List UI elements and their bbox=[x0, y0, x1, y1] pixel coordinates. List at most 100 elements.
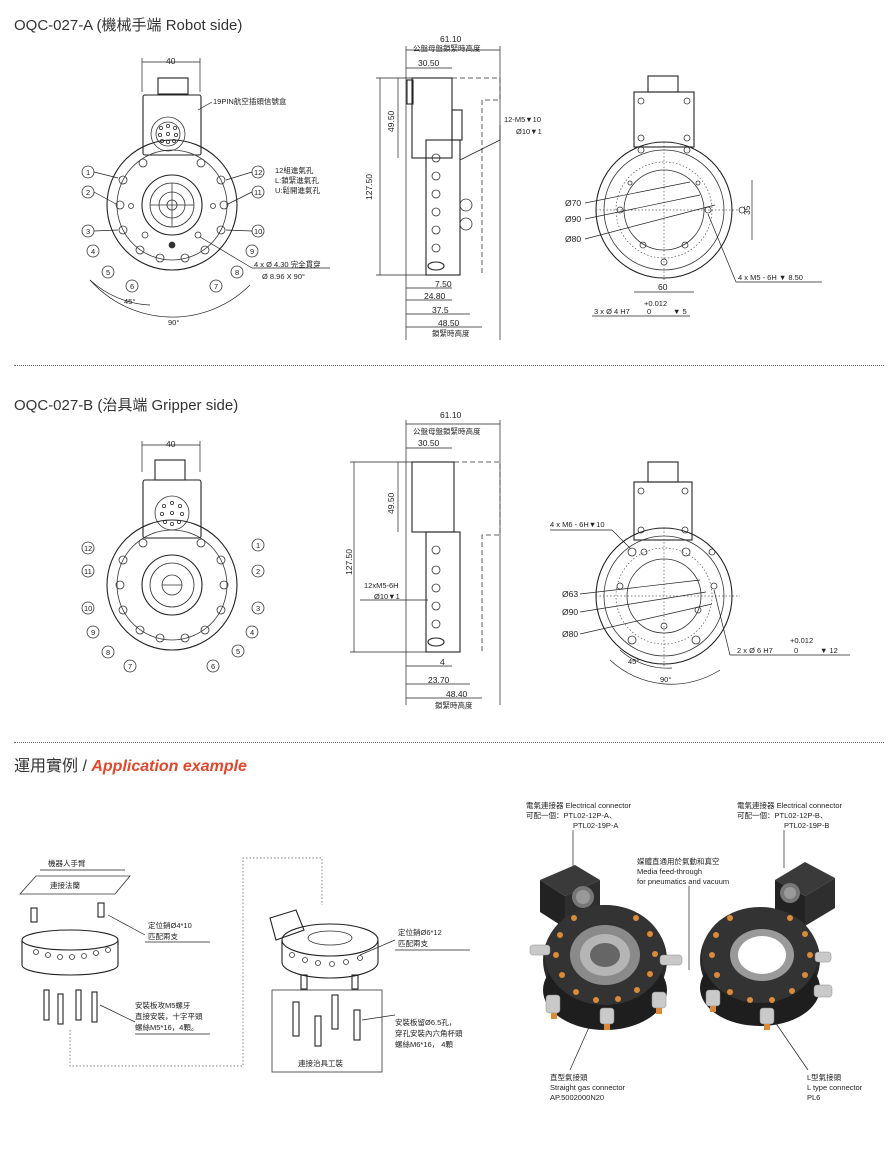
a-port-11: 11 bbox=[254, 188, 262, 197]
mid-pin-note-1: 定位銷Ø6*12 bbox=[398, 927, 442, 937]
a-port-2: 2 bbox=[86, 188, 90, 197]
straight-2: Straight gas connector bbox=[550, 1083, 626, 1092]
b-side-d23: 23.70 bbox=[428, 675, 450, 685]
a-angle-90: 90° bbox=[168, 318, 179, 327]
section-c-title-cn: 運用實例 / bbox=[14, 758, 92, 775]
a-side-thread-1: 12-M5▼10 bbox=[504, 115, 541, 124]
a-side-d61: 61.10 bbox=[440, 34, 462, 44]
b-back-view: 4 x M6 - 6H▼10 Ø63 Ø90 Ø80 45° 90° 2 x Ø… bbox=[550, 461, 850, 685]
b-port-8: 8 bbox=[106, 648, 110, 657]
b-back-d90: Ø90 bbox=[562, 607, 578, 617]
b-port-2: 2 bbox=[256, 567, 260, 576]
b-port-7: 7 bbox=[128, 662, 132, 671]
ltype-1: L型氣接頭 bbox=[807, 1072, 842, 1082]
a-port-note-1: 12組進氣孔 bbox=[275, 165, 314, 175]
section-b-title: OQC-027-B (治具端 Gripper side) bbox=[14, 397, 239, 414]
app-middle-diagram: 定位銷Ø6*12 匹配兩支 連接治具工裝 安裝板留Ø6.5孔， 穿孔安裝內六角杯… bbox=[269, 909, 470, 1073]
left-mount-note-2: 直接安裝，十字平頭 bbox=[135, 1011, 203, 1021]
a-port-3: 3 bbox=[86, 227, 90, 236]
a-port-6: 6 bbox=[130, 282, 134, 291]
conn-right-3: PTL02-19P-B bbox=[784, 821, 829, 830]
b-side-thread-2: Ø10▼1 bbox=[374, 592, 400, 601]
a-port-10: 10 bbox=[254, 227, 262, 236]
a-hole-note-1: 4 x Ø 4.30 完全貫穿 bbox=[254, 259, 321, 269]
a-back-d60: 60 bbox=[658, 282, 668, 292]
media-1: 媒體直通用於氣動和真空 bbox=[637, 856, 720, 866]
b-side-locked-height: 鎖緊時高度 bbox=[435, 700, 473, 710]
ltype-3: PL6 bbox=[807, 1093, 820, 1102]
a-back-d70: Ø70 bbox=[565, 198, 581, 208]
separator-2 bbox=[14, 742, 884, 743]
a-back-d80: Ø80 bbox=[565, 234, 581, 244]
b-back-d63: Ø63 bbox=[562, 589, 578, 599]
b-back-pin: 2 x Ø 6 H7 bbox=[737, 646, 773, 655]
b-port-1: 1 bbox=[256, 541, 260, 550]
a-front-view: 40 19PIN航空插頭信號盒 bbox=[81, 56, 330, 327]
section-c-title: 運用實例 / Application example bbox=[14, 752, 247, 776]
a-port-1: 1 bbox=[86, 168, 90, 177]
media-3: for pneumatics and vacuum bbox=[637, 877, 729, 886]
a-side-locked-height: 鎖緊時高度 bbox=[432, 328, 470, 338]
b-back-tol-upper: +0.012 bbox=[790, 636, 813, 645]
a-front-width-dim: 40 bbox=[166, 56, 176, 66]
a-port-8: 8 bbox=[235, 268, 239, 277]
a-angle-45: 45° bbox=[124, 297, 135, 306]
a-side-d30: 30.50 bbox=[418, 58, 440, 68]
a-port-9: 9 bbox=[250, 247, 254, 256]
a-back-view: Ø70 Ø90 Ø80 35 60 4 x M5 - 6H ▼ 8.50 3 x… bbox=[565, 75, 822, 317]
section-a-title: OQC-027-A (機械手端 Robot side) bbox=[14, 17, 243, 34]
a-hole-note-2: Ø 8.96 X 90° bbox=[262, 272, 305, 281]
b-port-4: 4 bbox=[250, 628, 254, 637]
a-port-note-2: L:鎖緊進氣孔 bbox=[275, 175, 319, 185]
b-back-angle-90: 90° bbox=[660, 675, 671, 684]
a-back-d90: Ø90 bbox=[565, 214, 581, 224]
a-side-view: 61.10 公盤母盤鎖緊時高度 30.50 127.50 49.50 bbox=[364, 34, 542, 340]
left-pin-note-1: 定位銷Ø4*10 bbox=[148, 920, 192, 930]
a-side-d37: 37.5 bbox=[432, 305, 449, 315]
a-side-d48: 48.50 bbox=[438, 318, 460, 328]
a-back-tol-lower: 0 bbox=[647, 307, 651, 316]
conn-left-2: 可配一個：PTL02-12P-A、 bbox=[526, 810, 616, 820]
a-back-depth: ▼ 5 bbox=[673, 307, 687, 316]
a-side-d7: 7.50 bbox=[435, 279, 452, 289]
conn-left-1: 電氣連接器 Electrical connector bbox=[526, 800, 632, 810]
conn-right-1: 電氣連接器 Electrical connector bbox=[737, 800, 843, 810]
a-port-12: 12 bbox=[254, 168, 262, 177]
b-side-d4: 4 bbox=[440, 657, 445, 667]
b-port-5: 5 bbox=[236, 647, 240, 656]
a-back-d35: 35 bbox=[742, 205, 752, 215]
b-side-thread-1: 12xM5-6H bbox=[364, 581, 399, 590]
b-side-d49: 49.50 bbox=[386, 492, 396, 514]
left-mount-note-1: 安裝板攻M5螺牙 bbox=[135, 1000, 191, 1010]
b-side-view: 61.10 公盤母盤鎖緊時高度 30.50 127.50 49.50 12xM5… bbox=[344, 410, 501, 710]
b-port-12: 12 bbox=[84, 544, 92, 553]
robot-arm-label: 機器人手臂 bbox=[48, 858, 86, 868]
b-front-view: 40 bbox=[81, 439, 265, 673]
product-photo: 電氣連接器 Electrical connector 可配一個：PTL02-12… bbox=[526, 800, 863, 1102]
b-back-angle-45: 45° bbox=[628, 657, 639, 666]
b-port-10: 10 bbox=[84, 604, 92, 613]
mid-mount-note-1: 安裝板留Ø6.5孔， bbox=[395, 1017, 456, 1027]
a-port-note-3: U:鬆開進氣孔 bbox=[275, 185, 320, 195]
b-back-d80: Ø80 bbox=[562, 629, 578, 639]
a-back-thread: 4 x M5 - 6H ▼ 8.50 bbox=[738, 273, 803, 282]
conn-right-2: 可配一個：PTL02-12P-B、 bbox=[737, 810, 827, 820]
a-side-lock-height: 公盤母盤鎖緊時高度 bbox=[413, 43, 481, 53]
b-side-d48: 48.40 bbox=[446, 689, 468, 699]
mid-pin-note-2: 匹配兩支 bbox=[398, 938, 428, 948]
a-port-5: 5 bbox=[106, 268, 110, 277]
b-back-thread: 4 x M6 - 6H▼10 bbox=[550, 520, 605, 529]
a-back-pin: 3 x Ø 4 H7 bbox=[594, 307, 630, 316]
media-2: Media feed-through bbox=[637, 867, 702, 876]
a-connector-note: 19PIN航空插頭信號盒 bbox=[213, 96, 287, 106]
b-front-width-dim: 40 bbox=[166, 439, 176, 449]
a-port-4: 4 bbox=[91, 247, 95, 256]
a-side-d127: 127.50 bbox=[364, 174, 374, 200]
b-side-d30: 30.50 bbox=[418, 438, 440, 448]
b-port-3: 3 bbox=[256, 604, 260, 613]
b-side-d127: 127.50 bbox=[344, 549, 354, 575]
b-port-11: 11 bbox=[84, 567, 92, 576]
mid-mount-note-3: 螺絲M6*16， 4顆 bbox=[395, 1039, 453, 1049]
